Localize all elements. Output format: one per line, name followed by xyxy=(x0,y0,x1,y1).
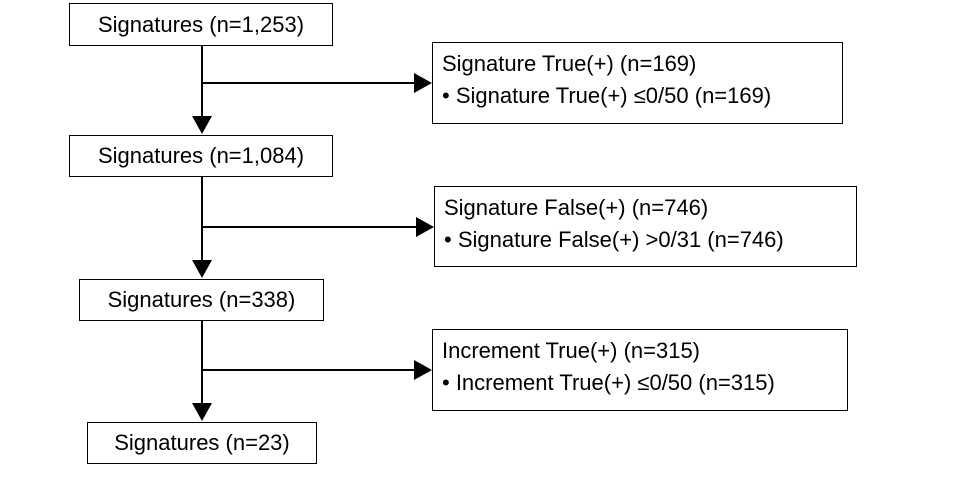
side-box-title: Signature False(+) (n=746) xyxy=(444,195,709,220)
side-box-title: Increment True(+) (n=315) xyxy=(442,338,701,363)
side-box-3: Increment True(+) (n=315) • Increment Tr… xyxy=(432,329,848,411)
down-arrowhead-2 xyxy=(192,260,212,278)
side-box-2: Signature False(+) (n=746) • Signature F… xyxy=(434,186,857,267)
down-arrowhead-1 xyxy=(192,116,212,134)
side-box-1: Signature True(+) (n=169) • Signature Tr… xyxy=(432,42,843,124)
side-box-detail: • Signature False(+) >0/31 (n=746) xyxy=(444,227,784,252)
main-box-label: Signatures (n=23) xyxy=(114,430,290,455)
right-arrowhead-3 xyxy=(414,360,432,380)
side-box-title: Signature True(+) (n=169) xyxy=(442,51,697,76)
right-arrowhead-2 xyxy=(416,217,434,237)
main-box-label: Signatures (n=338) xyxy=(107,287,296,312)
main-box-3: Signatures (n=338) xyxy=(79,279,324,321)
down-arrowhead-3 xyxy=(192,403,212,421)
main-box-1: Signatures (n=1,253) xyxy=(69,3,333,46)
main-box-label: Signatures (n=1,084) xyxy=(97,143,305,168)
right-arrowhead-1 xyxy=(414,73,432,93)
side-box-detail: • Signature True(+) ≤0/50 (n=169) xyxy=(442,83,772,108)
main-box-2: Signatures (n=1,084) xyxy=(69,135,333,177)
main-box-label: Signatures (n=1,253) xyxy=(97,11,305,37)
side-box-detail: • Increment True(+) ≤0/50 (n=315) xyxy=(442,370,775,395)
main-box-4: Signatures (n=23) xyxy=(87,422,317,464)
